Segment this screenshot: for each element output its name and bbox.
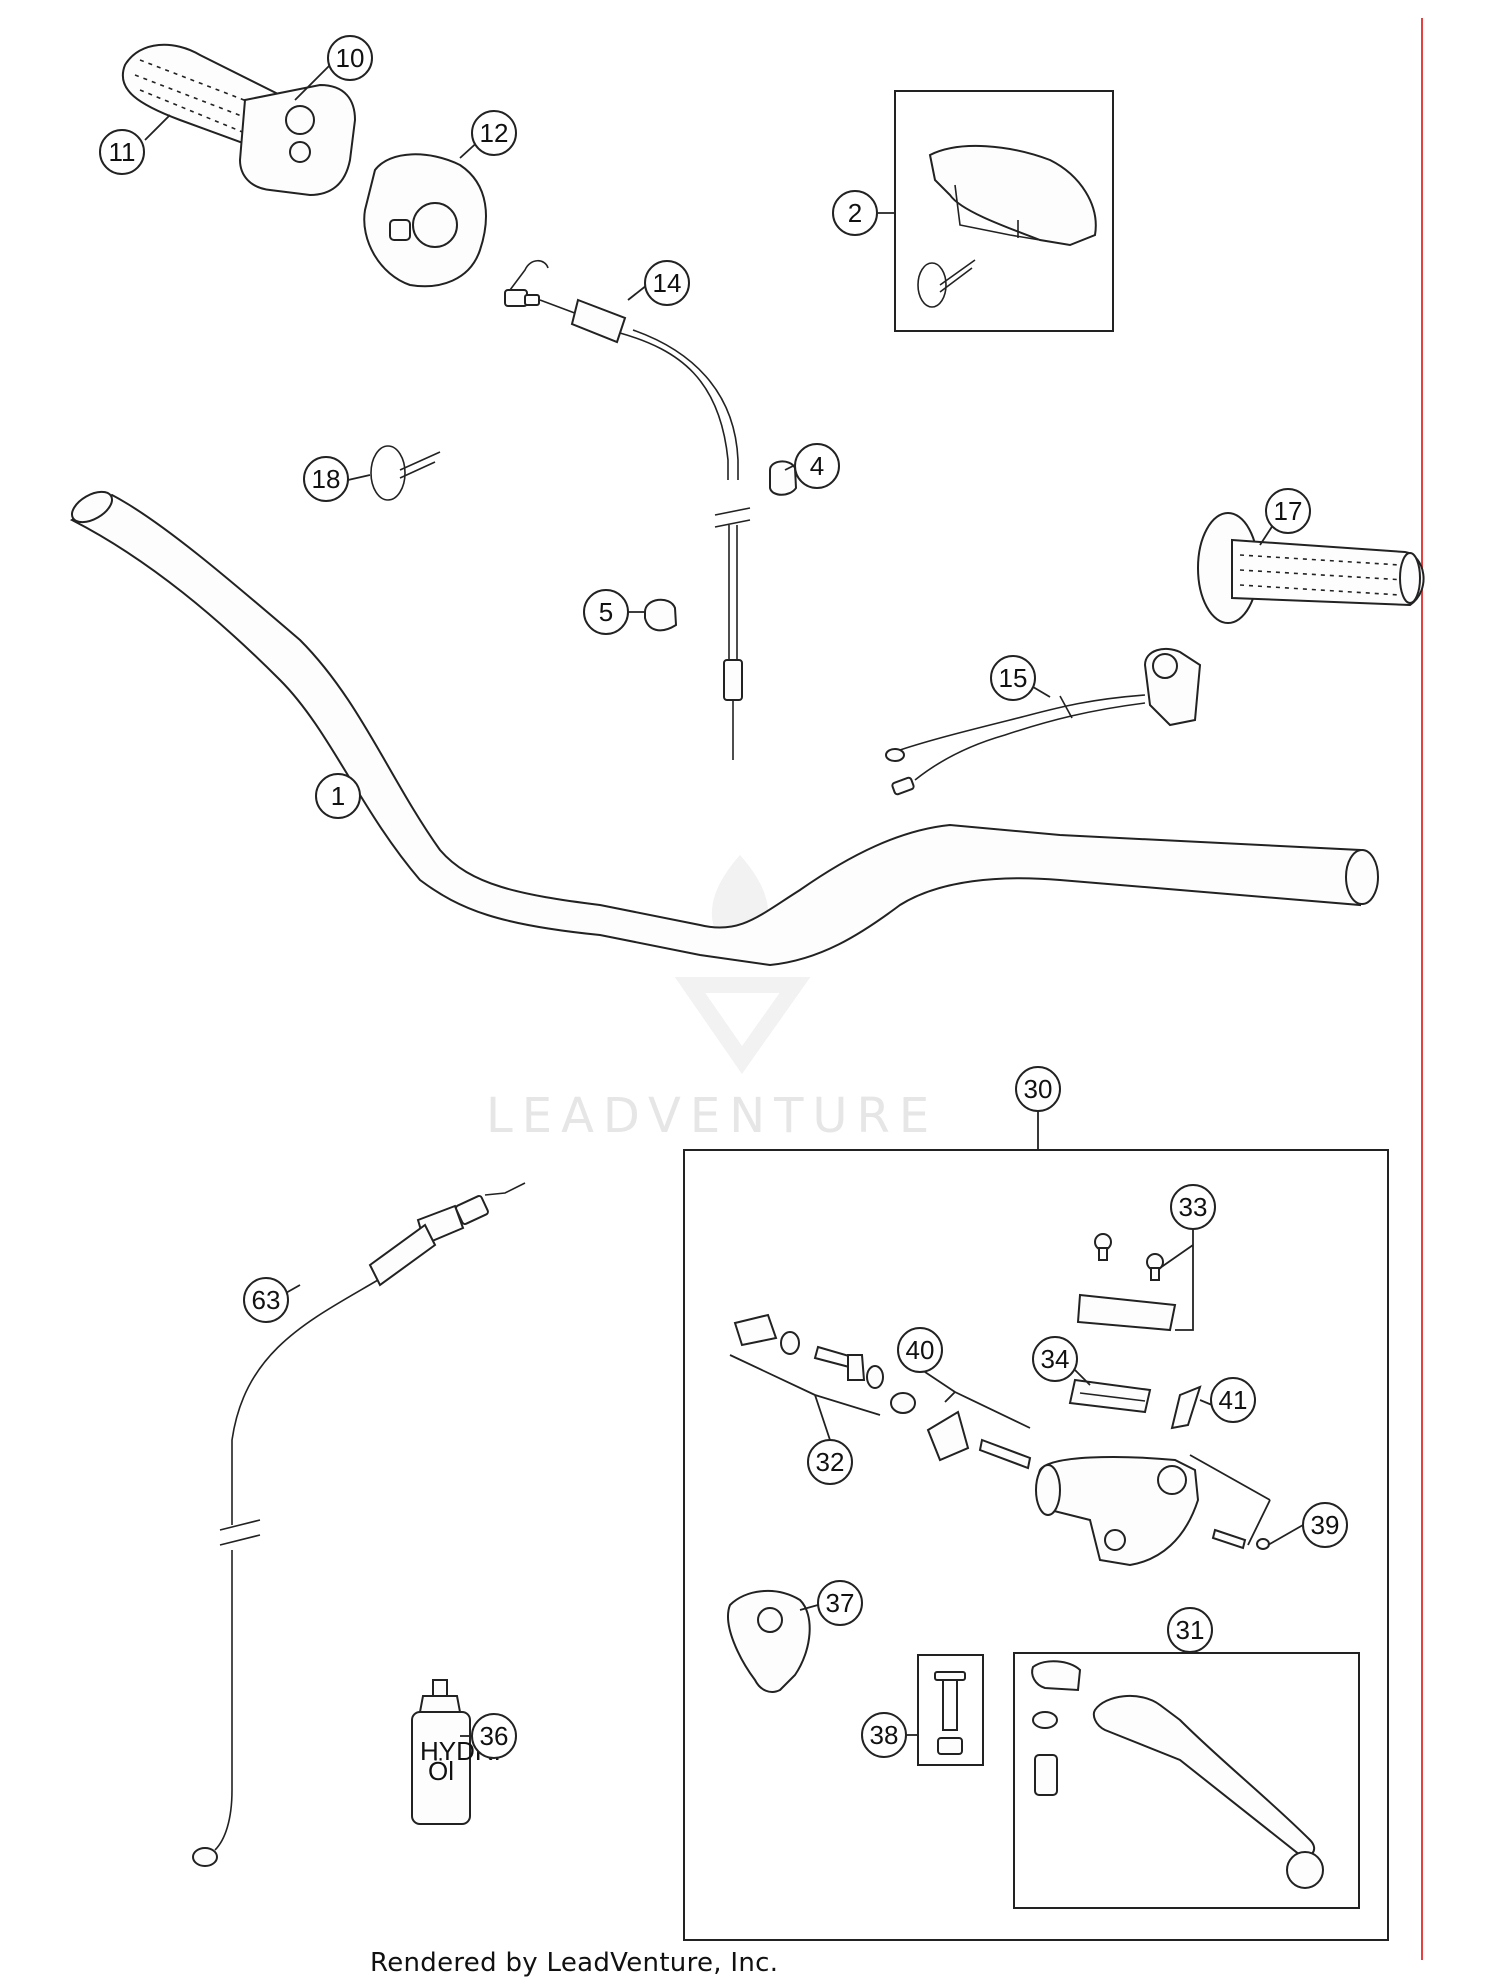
- svg-text:17: 17: [1274, 496, 1303, 526]
- brake-hose: [192, 1182, 526, 1867]
- piston-kit: [733, 1313, 916, 1414]
- callout-15: 15: [990, 655, 1036, 701]
- callout-30: 30: [1015, 1066, 1061, 1112]
- callout-63: 63: [243, 1277, 289, 1323]
- callout-5: 5: [583, 589, 629, 635]
- callout-36: 36: [471, 1713, 517, 1759]
- leader-lines: [144, 64, 1304, 1737]
- cable-end-nut: [769, 460, 798, 496]
- callout-17: 17: [1265, 488, 1311, 534]
- svg-text:37: 37: [826, 1588, 855, 1618]
- svg-text:12: 12: [480, 118, 509, 148]
- callout-37: 37: [817, 1580, 863, 1626]
- callout-39: 39: [1302, 1502, 1348, 1548]
- svg-text:2: 2: [848, 198, 862, 228]
- hydraulic-oil-bottle: [411, 1679, 471, 1825]
- right-grip: [1197, 512, 1425, 624]
- adjuster-bushing: [1170, 1385, 1202, 1430]
- kill-switch: [885, 647, 1202, 796]
- callout-41: 41: [1210, 1377, 1256, 1423]
- footer-credit: Rendered by LeadVenture, Inc.: [370, 1948, 779, 1978]
- svg-text:33: 33: [1179, 1192, 1208, 1222]
- callout-33: 33: [1170, 1184, 1216, 1230]
- svg-text:18: 18: [312, 464, 341, 494]
- watermark-text: LEADVENTURE: [486, 1088, 939, 1144]
- svg-text:34: 34: [1041, 1344, 1070, 1374]
- piston-boot: [926, 1410, 1032, 1470]
- master-cylinder-body: [1035, 1456, 1270, 1567]
- svg-text:30: 30: [1024, 1074, 1053, 1104]
- callout-32: 32: [807, 1439, 853, 1485]
- svg-text:5: 5: [599, 597, 613, 627]
- svg-text:38: 38: [870, 1720, 899, 1750]
- part-2-box: [894, 90, 1114, 332]
- brake-lever: [1031, 1660, 1324, 1889]
- callout-12: 12: [471, 110, 517, 156]
- cable-clip: [644, 598, 678, 632]
- callout-31: 31: [1167, 1607, 1213, 1653]
- bottle-label-line2: Öl: [428, 1756, 454, 1786]
- svg-text:15: 15: [999, 663, 1028, 693]
- svg-text:39: 39: [1311, 1510, 1340, 1540]
- callout-2: 2: [832, 190, 878, 236]
- cover-part: [917, 144, 1097, 308]
- callout-18: 18: [303, 456, 349, 502]
- part-31-box: [1013, 1652, 1360, 1909]
- svg-text:1: 1: [331, 781, 345, 811]
- callout-11: 11: [99, 129, 145, 175]
- callout-14: 14: [644, 260, 690, 306]
- throttle-cover: [363, 153, 487, 288]
- svg-text:40: 40: [906, 1335, 935, 1365]
- callout-34: 34: [1032, 1336, 1078, 1382]
- callout-38: 38: [861, 1712, 907, 1758]
- throttle-cable: [504, 259, 751, 760]
- svg-text:4: 4: [810, 451, 824, 481]
- svg-text:14: 14: [653, 268, 682, 298]
- svg-text:11: 11: [109, 137, 136, 167]
- reservoir-diaphragm: [1068, 1378, 1152, 1414]
- reservoir-cover: [1076, 1233, 1177, 1332]
- callout-40: 40: [897, 1327, 943, 1373]
- throttle-housing: [238, 83, 357, 197]
- callout-10: 10: [327, 35, 373, 81]
- cable-tie: [370, 445, 441, 501]
- pivot-bolt: [934, 1671, 966, 1755]
- part-30-box: [683, 1149, 1389, 1941]
- part-38-box: [917, 1654, 984, 1766]
- svg-text:32: 32: [816, 1447, 845, 1477]
- lever-cover: [727, 1589, 811, 1693]
- callout-4: 4: [794, 443, 840, 489]
- svg-text:10: 10: [336, 43, 365, 73]
- svg-text:36: 36: [480, 1721, 509, 1751]
- svg-text:41: 41: [1219, 1385, 1248, 1415]
- svg-text:31: 31: [1176, 1615, 1205, 1645]
- svg-text:63: 63: [252, 1285, 281, 1315]
- callout-1: 1: [315, 773, 361, 819]
